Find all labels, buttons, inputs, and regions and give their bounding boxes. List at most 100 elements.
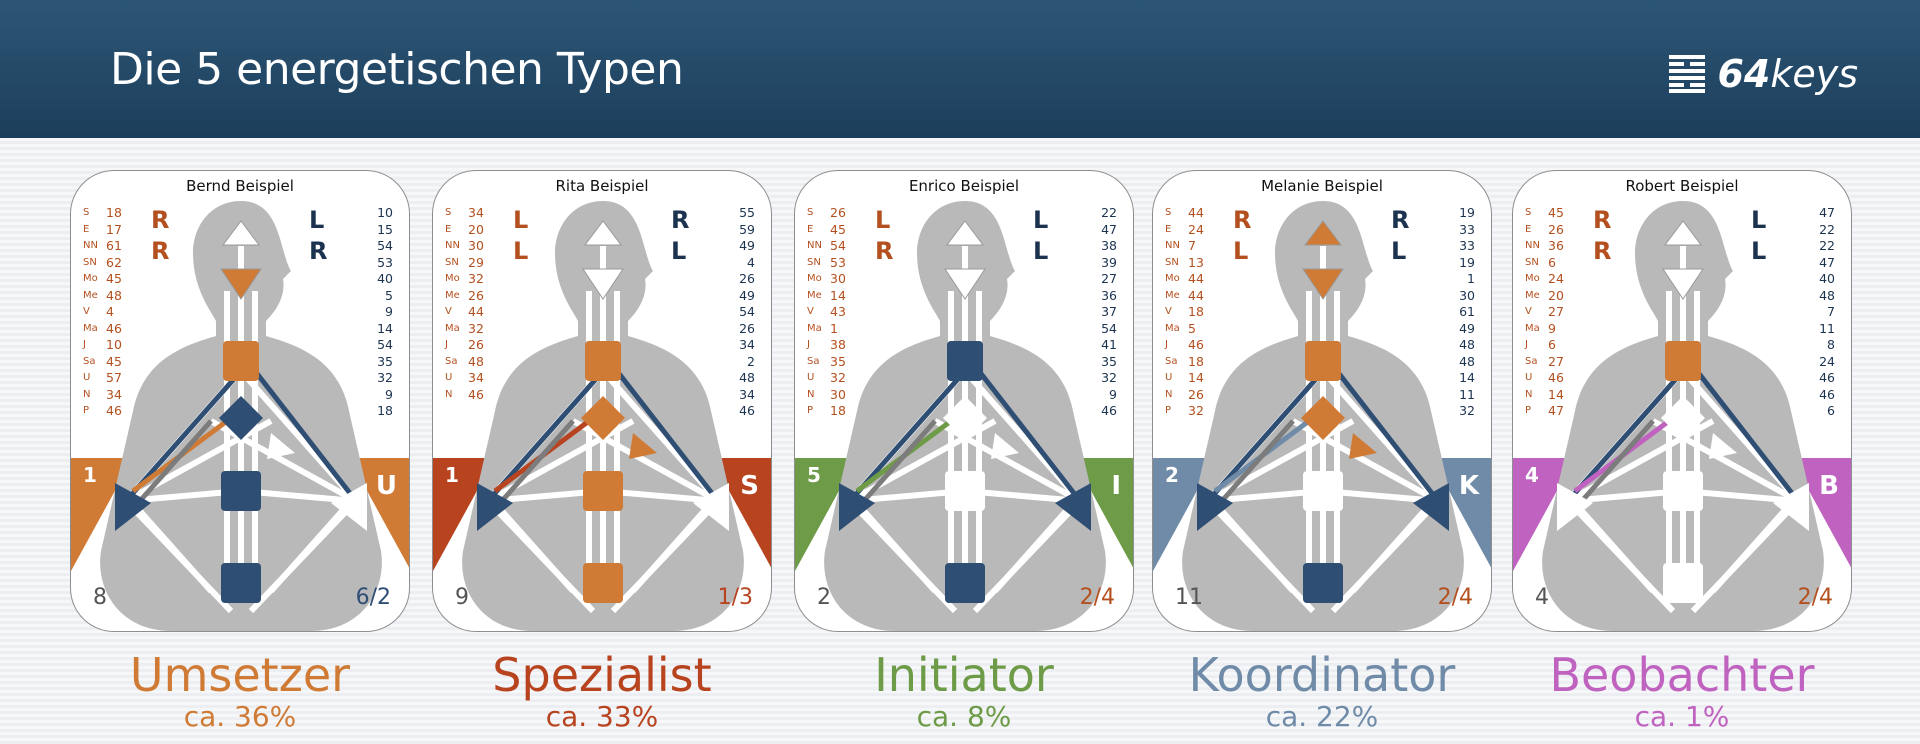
activation-row: 36 <box>1101 288 1117 305</box>
gate-number: 14 <box>830 287 846 303</box>
channel <box>490 499 576 593</box>
g-center <box>219 396 263 440</box>
gate-number: 46 <box>1819 370 1835 385</box>
planet-label: SN <box>807 256 821 268</box>
planet-label: Mo <box>807 273 822 284</box>
gate-number: 5 <box>385 287 393 303</box>
activation-row: 9 <box>377 304 393 321</box>
planet-label: U <box>445 372 453 383</box>
gate-number: 61 <box>106 238 122 253</box>
profile-label: 1/3 <box>717 585 753 610</box>
planet-label: S <box>1165 207 1172 218</box>
gate-number: 1 <box>1467 271 1475 286</box>
active-channel <box>1695 369 1800 503</box>
activation-row: U 34 <box>445 370 484 387</box>
activation-row: 46 <box>1819 387 1835 404</box>
gate-number: 18 <box>377 403 393 418</box>
activation-row: 19 <box>1459 205 1475 222</box>
gate-number: 20 <box>468 221 484 237</box>
person-name: Bernd Beispiel <box>186 177 294 195</box>
gate-number: 1 <box>830 320 838 336</box>
throat-center <box>585 341 621 381</box>
gate-number: 57 <box>106 370 122 385</box>
type-percentage: ca. 36% <box>183 700 297 733</box>
head-center <box>1304 220 1342 246</box>
solar-plexus-center <box>331 483 367 531</box>
heart-center <box>991 433 1019 459</box>
type-band-right <box>711 458 771 568</box>
gate-number: 27 <box>1101 271 1117 286</box>
gate-number: 26 <box>830 205 846 220</box>
gate-number: 48 <box>1459 337 1475 352</box>
gate-number: 54 <box>830 238 846 253</box>
gate-number: 48 <box>739 370 755 385</box>
planet-label: E <box>445 223 452 235</box>
channel <box>1570 499 1656 593</box>
activation-row: 19 <box>1459 255 1475 272</box>
activation-row: 38 <box>1101 238 1117 255</box>
planet-label: N <box>807 388 815 400</box>
gate-number: 22 <box>1101 205 1117 220</box>
planet-label: Sa <box>83 355 96 367</box>
activation-row: 7 <box>1819 304 1835 321</box>
activation-row: 9 <box>1101 387 1117 404</box>
gate-number: 34 <box>739 337 755 352</box>
gate-number: 26 <box>1188 386 1204 402</box>
gate-number: 4 <box>747 254 755 270</box>
channel <box>268 499 354 593</box>
gate-number: 46 <box>1819 386 1835 402</box>
activation-row: 33 <box>1459 222 1475 239</box>
profile-label: 2/4 <box>1437 585 1473 610</box>
gate-number: 46 <box>1101 403 1117 418</box>
active-channel <box>615 369 720 503</box>
planet-label: Mo <box>1165 273 1180 284</box>
head-center <box>222 220 260 246</box>
gate-number: 4 <box>106 304 114 319</box>
channel <box>992 499 1078 593</box>
planet-label: P <box>1525 405 1532 416</box>
channel <box>630 499 716 593</box>
solar-plexus-center <box>1413 483 1449 531</box>
planet-label: J <box>1525 339 1528 350</box>
root-center <box>1663 563 1703 603</box>
planet-label: U <box>1525 372 1533 383</box>
planet-label: S <box>445 207 452 218</box>
gate-number: 34 <box>468 370 484 385</box>
activation-row: 4 <box>739 255 755 272</box>
gate-number: 53 <box>377 254 393 270</box>
active-channel <box>491 419 575 513</box>
g-center <box>943 396 987 440</box>
activation-row: 1 <box>1459 271 1475 288</box>
solar-plexus-center <box>693 483 729 531</box>
planet-label: SN <box>445 256 459 268</box>
type-band-right <box>1791 458 1851 568</box>
planet-label: J <box>83 339 86 350</box>
activation-row: 61 <box>1459 304 1475 321</box>
type-number-badge: 4 <box>1525 463 1539 487</box>
activation-row: 2 <box>739 354 755 371</box>
type-percentage: ca. 1% <box>1634 700 1730 733</box>
activation-row: 22 <box>1819 238 1835 255</box>
throat-center <box>947 341 983 381</box>
planet-label: Mo <box>83 273 98 284</box>
gate-number: 54 <box>377 337 393 352</box>
activation-row: 22 <box>1819 222 1835 239</box>
planet-label: U <box>83 372 91 383</box>
planet-label: P <box>1165 405 1172 416</box>
sacral-center <box>221 471 261 511</box>
